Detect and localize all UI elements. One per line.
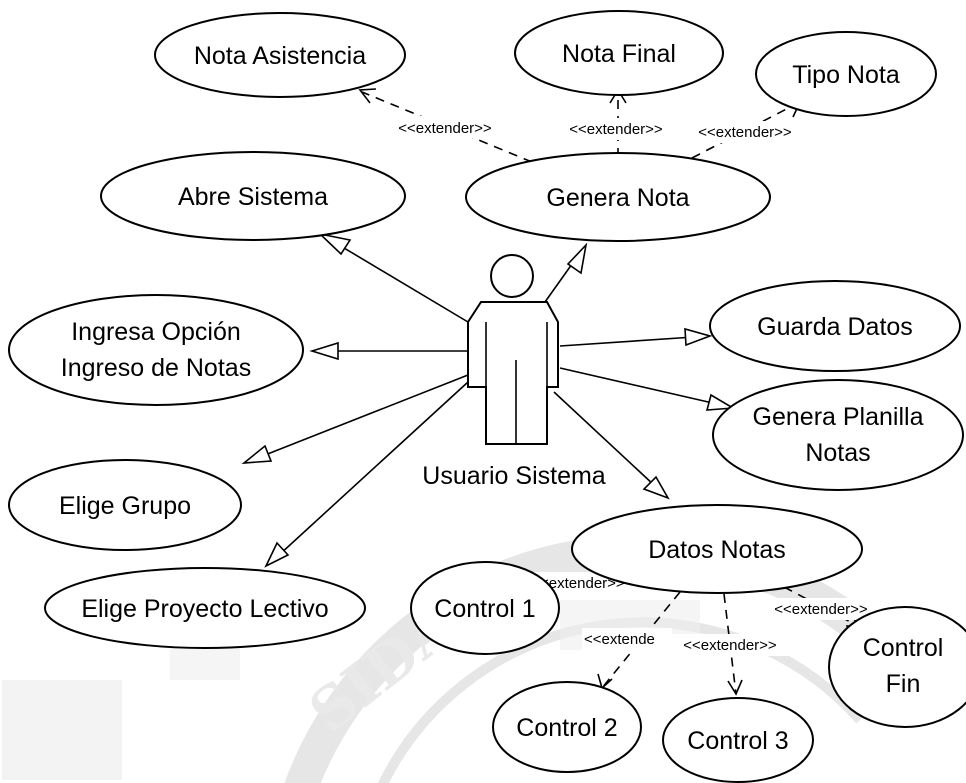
svg-text:Control: Control <box>863 634 944 662</box>
svg-text:Ingreso de Notas: Ingreso de Notas <box>61 354 251 382</box>
use-case-ingresa-opcion: Ingresa Opción Ingreso de Notas <box>8 294 304 406</box>
extend-control-2: <<extende <box>582 591 681 690</box>
use-case-control-3: Control 3 <box>662 697 814 783</box>
association-genera-nota <box>544 242 588 303</box>
svg-text:Ingresa Opción: Ingresa Opción <box>71 318 241 346</box>
svg-text:Datos Notas: Datos Notas <box>648 536 786 564</box>
svg-text:Elige Proyecto Lectivo: Elige Proyecto Lectivo <box>81 595 328 623</box>
use-case-guarda-datos: Guarda Datos <box>709 280 961 372</box>
svg-text:Elige Grupo: Elige Grupo <box>59 492 191 520</box>
svg-text:Control 3: Control 3 <box>687 727 788 755</box>
use-case-genera-planilla: Genera Planilla Notas <box>712 379 964 491</box>
svg-text:Genera Nota: Genera Nota <box>546 184 689 212</box>
stereotype-label: <<extender>> <box>531 575 625 592</box>
stereotype-label: <<extender>> <box>683 637 777 654</box>
svg-text:Guarda Datos: Guarda Datos <box>757 313 913 341</box>
use-case-datos-notas: Datos Notas <box>571 504 863 594</box>
association-elige-proyecto <box>264 381 469 568</box>
use-case-genera-nota: Genera Nota <box>465 152 771 242</box>
svg-text:Control 2: Control 2 <box>516 714 617 742</box>
stereotype-label: <<extender>> <box>698 124 792 141</box>
svg-text:Control 1: Control 1 <box>434 595 535 623</box>
svg-text:Tipo Nota: Tipo Nota <box>792 61 900 89</box>
extend-nota-final: <<extender>> <box>555 88 677 157</box>
actor-head <box>490 254 534 298</box>
use-case-elige-grupo: Elige Grupo <box>8 459 242 551</box>
actor-usuario-sistema: Usuario Sistema <box>422 254 606 490</box>
association-genera-planilla <box>559 367 736 411</box>
svg-text:Nota Final: Nota Final <box>562 40 676 68</box>
extend-control-3: <<extender>> <box>669 593 791 696</box>
svg-text:Genera Planilla: Genera Planilla <box>753 403 924 431</box>
actor-label: Usuario Sistema <box>422 462 605 490</box>
actor-body <box>467 301 559 445</box>
svg-text:Abre Sistema: Abre Sistema <box>178 183 328 211</box>
use-case-elige-proyecto: Elige Proyecto Lectivo <box>44 567 366 649</box>
svg-text:Notas: Notas <box>805 439 870 467</box>
association-guarda-datos <box>559 327 713 347</box>
use-case-nota-asistencia: Nota Asistencia <box>154 12 406 98</box>
stereotype-label: <<extende <box>584 631 655 648</box>
svg-text:Nota Asistencia: Nota Asistencia <box>194 42 366 70</box>
use-case-control-1: Control 1 <box>410 561 560 655</box>
association-elige-grupo <box>241 374 469 464</box>
use-case-nota-final: Nota Final <box>514 10 724 96</box>
use-case-control-fin: Control Fin <box>828 606 966 728</box>
use-case-abre-sistema: Abre Sistema <box>100 151 406 241</box>
association-ingresa-opcion <box>309 341 468 361</box>
association-datos-notas <box>553 391 670 500</box>
association-abre-sistema <box>317 232 469 323</box>
use-case-control-2: Control 2 <box>492 681 642 773</box>
extend-tipo-nota: <<extender>> <box>683 101 807 159</box>
extend-nota-asistencia: <<extender>> <box>358 88 533 163</box>
stereotype-label: <<extender>> <box>569 121 663 138</box>
stereotype-label: <<extender>> <box>774 601 868 618</box>
svg-text:Fin: Fin <box>886 670 921 698</box>
stereotype-label: <<extender>> <box>398 120 492 137</box>
use-case-tipo-nota: Tipo Nota <box>755 31 937 117</box>
